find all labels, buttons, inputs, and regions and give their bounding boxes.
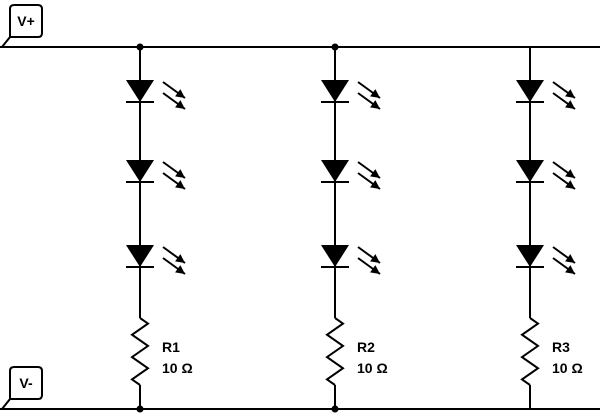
emission-arrow — [357, 81, 381, 99]
led-diode-triangle — [126, 245, 154, 267]
resistor-value: 10 Ω — [162, 360, 193, 376]
emission-arrow — [552, 81, 576, 99]
led-diode-triangle — [321, 160, 349, 182]
led-diode-triangle — [321, 245, 349, 267]
emission-arrow — [552, 246, 576, 264]
led-diode-triangle — [126, 80, 154, 102]
led-1-2 — [126, 160, 186, 190]
emission-arrow — [552, 92, 576, 110]
led-1-1 — [126, 80, 186, 110]
led-1-3 — [126, 245, 186, 275]
branch-3: R3 10 Ω — [516, 47, 583, 409]
emission-arrow — [357, 92, 381, 110]
emission-arrow — [162, 161, 186, 179]
emission-arrow — [162, 172, 186, 190]
led-3-3 — [516, 245, 576, 275]
branch-2: R2 10 Ω — [321, 43, 388, 413]
resistor-value: 10 Ω — [357, 360, 388, 376]
emission-arrow — [357, 257, 381, 275]
vminus-label: V- — [19, 375, 33, 391]
vplus-port: V+ — [1, 4, 43, 48]
led-2-2 — [321, 160, 381, 190]
emission-arrow — [552, 172, 576, 190]
led-3-2 — [516, 160, 576, 190]
emission-arrow — [357, 172, 381, 190]
resistor-label: R3 — [552, 339, 570, 355]
resistor-2 — [325, 317, 345, 386]
led-2-1 — [321, 80, 381, 110]
resistor-value: 10 Ω — [552, 360, 583, 376]
led-branches: R1 10 Ω R2 10 Ω R3 10 Ω — [126, 43, 583, 413]
emission-arrow — [162, 81, 186, 99]
branch-1: R1 10 Ω — [126, 43, 193, 413]
resistor-label: R1 — [162, 339, 180, 355]
resistor-1 — [130, 317, 150, 386]
vplus-label: V+ — [17, 13, 35, 29]
emission-arrow — [357, 161, 381, 179]
led-diode-triangle — [516, 80, 544, 102]
emission-arrow — [357, 246, 381, 264]
emission-arrow — [552, 257, 576, 275]
emission-arrow — [162, 257, 186, 275]
led-diode-triangle — [516, 160, 544, 182]
vminus-port: V- — [1, 366, 43, 410]
emission-arrow — [162, 92, 186, 110]
led-diode-triangle — [321, 80, 349, 102]
emission-arrow — [162, 246, 186, 264]
led-2-3 — [321, 245, 381, 275]
emission-arrow — [552, 161, 576, 179]
resistor-label: R2 — [357, 339, 375, 355]
led-diode-triangle — [126, 160, 154, 182]
rails — [0, 46, 600, 410]
led-3-1 — [516, 80, 576, 110]
resistor-3 — [520, 317, 540, 386]
led-diode-triangle — [516, 245, 544, 267]
